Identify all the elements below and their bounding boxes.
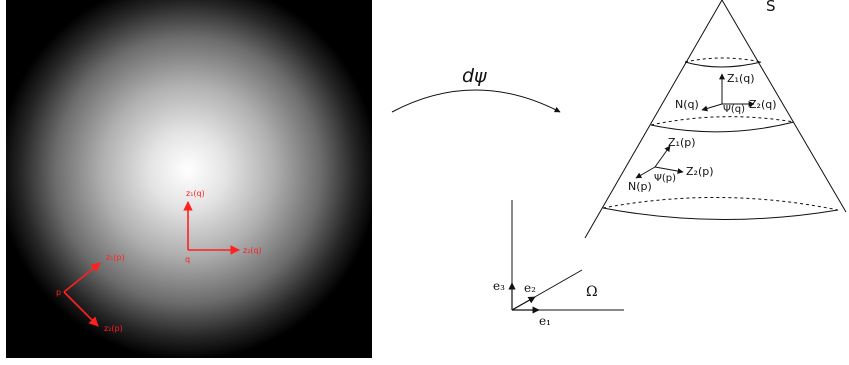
- e2-vector: [511, 296, 536, 311]
- e3-label: e₃: [493, 279, 505, 293]
- cone-section-1-front: [684, 61, 762, 68]
- e1-label: e₁: [539, 314, 551, 328]
- point-q-label: q: [185, 255, 190, 264]
- cone-right-edge: [721, 0, 847, 213]
- frame-at-p: z₁(p) z₂(p) p: [56, 253, 125, 333]
- cone-z1-p-label: Z₁(p): [668, 136, 696, 149]
- cone-z1-p-vector: [654, 145, 671, 168]
- cone-z2-q-label: Z₂(q): [749, 98, 777, 111]
- surface-label: S: [766, 0, 776, 15]
- disk-glow: [6, 0, 372, 358]
- cone-section-3-back: [602, 197, 839, 211]
- cone-frame-q: Z₁(q) N(q) Ψ(q) Z₂(q): [675, 72, 777, 115]
- cone-z2-p-vector: [654, 166, 684, 175]
- map-arrow-group: dψ: [391, 65, 561, 113]
- cone-normal-p-label: N(p): [628, 180, 652, 193]
- map-label: dψ: [462, 65, 487, 87]
- e2-label: e₂: [524, 281, 536, 295]
- cone-section-2-back: [650, 116, 795, 126]
- z1-p-label: z₁(p): [106, 253, 125, 262]
- cone-left-edge: [584, 0, 723, 239]
- cone-point-q-label: Ψ(q): [723, 104, 745, 115]
- cone-section-3-front: [602, 207, 839, 220]
- cone-frame-p: Z₁(p) N(p) Ψ(p) Z₂(p): [628, 136, 714, 193]
- domain-label: Ω: [586, 284, 598, 300]
- cone-section-1-back: [684, 57, 762, 63]
- cone-point-p-label: Ψ(p): [654, 173, 676, 184]
- z1-q-label: z₁(q): [186, 189, 205, 198]
- frame-at-q: z₁(q) z₂(q) q: [183, 189, 262, 264]
- cone-surface: S Z₁(q) N(q) Ψ(q) Z₂(q) Z₁(p) N(p) Ψ(p): [584, 0, 847, 239]
- z1-p-vector: [63, 262, 101, 293]
- domain-axes: e₃ e₂ e₁ Ω: [493, 200, 624, 328]
- cone-normal-p-vector: [635, 166, 656, 179]
- disk-panel: z₁(q) z₂(q) q z₁(p) z₂(p) p: [6, 0, 372, 358]
- cone-normal-q-vector: [701, 103, 723, 112]
- z2-p-vector: [63, 291, 99, 327]
- cone-z1-q-label: Z₁(q): [727, 72, 755, 85]
- z2-q-label: z₂(q): [243, 246, 262, 255]
- cone-z2-p-label: Z₂(p): [686, 165, 714, 178]
- cone-normal-q-label: N(q): [675, 98, 699, 111]
- map-arrow: [391, 89, 561, 113]
- cone-section-2-front: [650, 121, 795, 133]
- z2-p-label: z₂(p): [104, 324, 123, 333]
- point-p-label: p: [56, 288, 61, 297]
